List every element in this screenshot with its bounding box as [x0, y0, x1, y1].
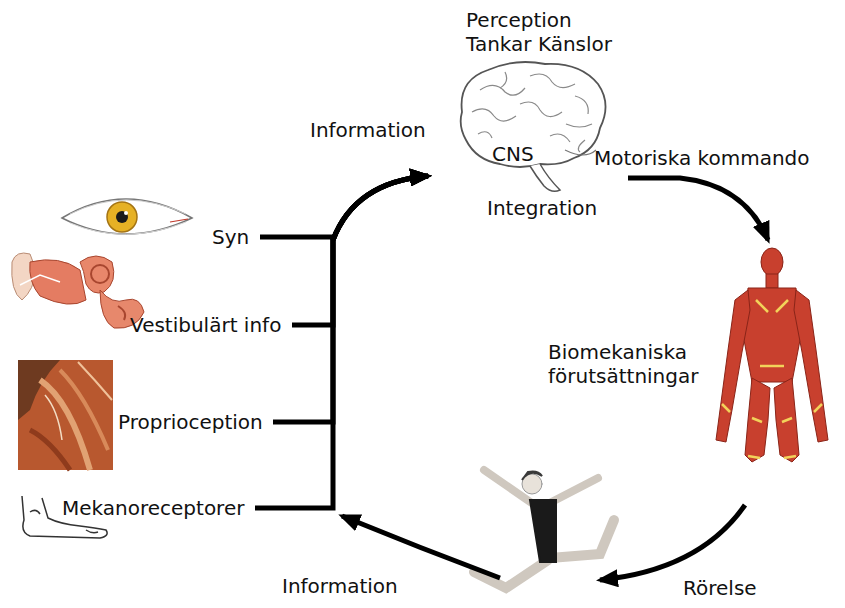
sense-label: Vestibulärt info	[130, 313, 282, 337]
brain-illustration	[461, 62, 606, 191]
cns-label: CNS	[492, 142, 534, 166]
flow-arrow	[260, 176, 428, 240]
cns-heading: Perception Tankar Känslor	[466, 8, 631, 56]
muscle-figure	[716, 248, 828, 462]
sense-label: Mekanoreceptorer	[62, 496, 245, 520]
movement-arrow	[600, 505, 745, 580]
ear-icon	[12, 253, 144, 328]
information-label: Information	[282, 574, 398, 598]
biomechanics-label: Biomekaniska förutsättningar	[548, 340, 726, 388]
sense-node: Proprioception	[118, 410, 263, 434]
tendon-marks	[722, 300, 822, 458]
flow-arrow	[628, 178, 768, 240]
eye-icon	[62, 199, 192, 234]
cns-group: Perception Tankar KänslorCNS Integration	[428, 6, 628, 220]
information-label: Information	[310, 118, 426, 142]
neck-muscle-photo	[18, 360, 113, 470]
flow-arrow	[255, 176, 428, 508]
sense-node: Mekanoreceptorer	[62, 496, 245, 520]
edge-label: Motoriska kommando	[594, 146, 810, 170]
integration-label: Integration	[487, 196, 597, 220]
sense-label: Syn	[212, 225, 250, 249]
movement-label: Rörelse	[683, 576, 757, 600]
body-group: Biomekaniska förutsättningar	[545, 240, 835, 470]
dancer-figure	[474, 470, 614, 588]
sense-node: Syn	[212, 225, 250, 249]
feedback-arrow	[342, 516, 500, 578]
sense-node: Vestibulärt info	[130, 313, 282, 337]
sense-label: Proprioception	[118, 410, 263, 434]
